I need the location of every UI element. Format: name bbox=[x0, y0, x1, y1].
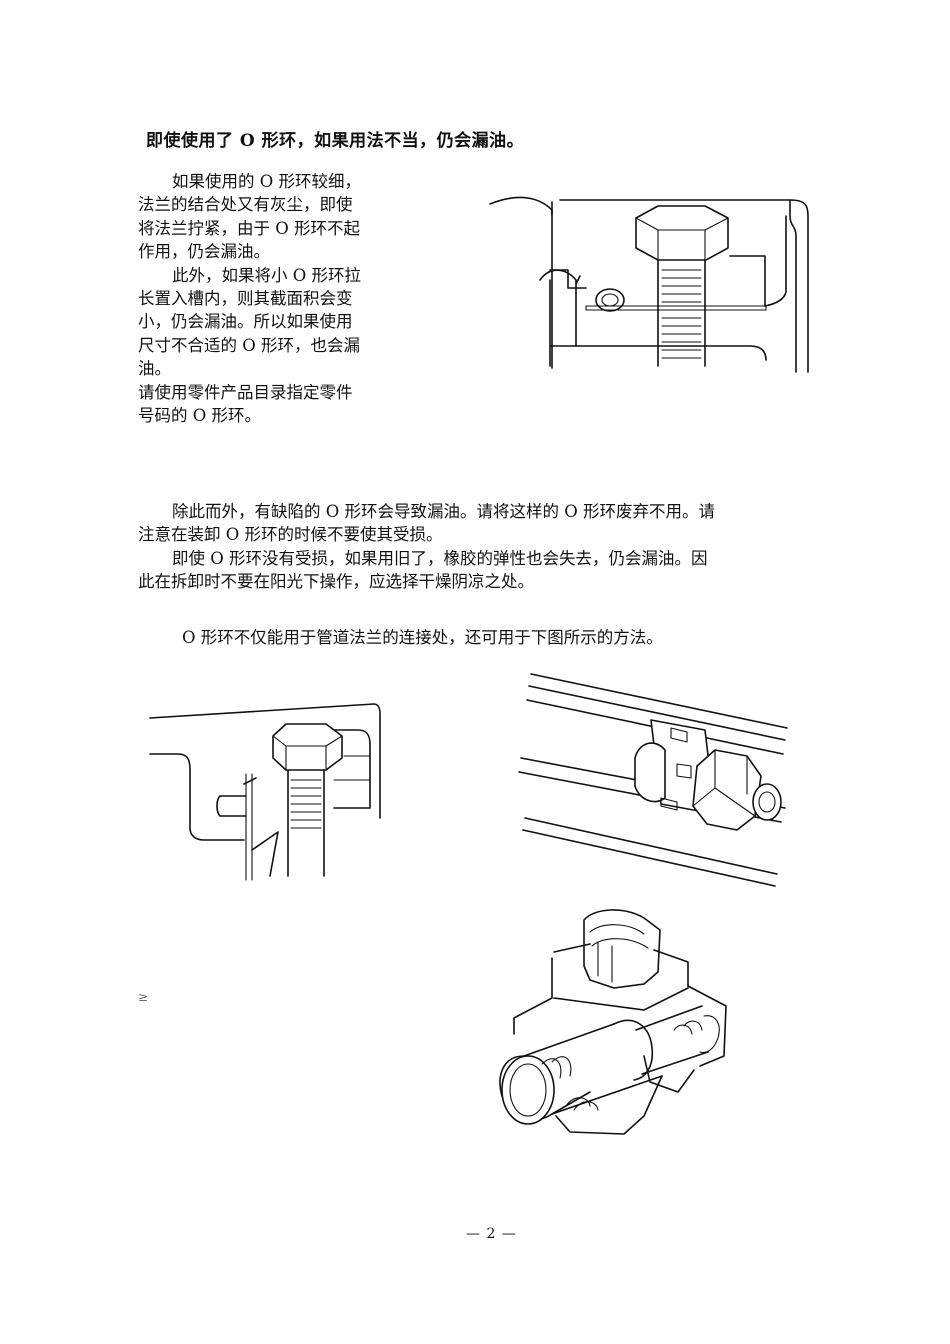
text-line: 作用，仍会漏油。 bbox=[138, 242, 270, 262]
flange-bolt-oring-figure bbox=[489, 196, 809, 373]
side-flange-bolt-figure bbox=[149, 703, 381, 881]
text-line: 此在拆卸时不要在阳光下操作，应选择干燥阴凉之处。 bbox=[138, 572, 534, 592]
pipe-union-nut-figure bbox=[518, 673, 788, 887]
text-line: 注意在装卸 O 形环的时候不要使其受损。 bbox=[138, 525, 443, 545]
section-heading: 即使使用了 O 形环，如果用法不当，仍会漏油。 bbox=[146, 131, 525, 151]
text-line: 长置入槽内，则其截面积会变 bbox=[138, 289, 353, 309]
stray-mark: ≥ bbox=[138, 990, 149, 1004]
text-line: 油。 bbox=[138, 359, 171, 379]
text-line: 尺寸不合适的 O 形环，也会漏 bbox=[138, 335, 361, 355]
paragraph-other-uses: O 形环不仅能用于管道法兰的连接处，还可用于下图所示的方法。 bbox=[182, 628, 663, 647]
text-line: 如果使用的 O 形环较细， bbox=[172, 172, 362, 191]
text-line: 除此而外，有缺陷的 O 形环会导致漏油。请将这样的 O 形环废弃不用。请 bbox=[172, 502, 716, 521]
text-line: 请使用零件产品目录指定零件 bbox=[138, 382, 353, 402]
paragraph-damaged-oring: 除此而外，有缺陷的 O 形环会导致漏油。请将这样的 O 形环废弃不用。请 注意在… bbox=[138, 500, 818, 594]
text-line: 此外，如果将小 O 形环拉 bbox=[172, 265, 362, 285]
page-number: — 2 — bbox=[466, 1226, 517, 1242]
text-line: 号码的 O 形环。 bbox=[138, 406, 262, 426]
text-line: 将法兰拧紧，由于 O 形环不起 bbox=[138, 218, 361, 238]
text-line: 法兰的结合处又有灰尘，即使 bbox=[138, 195, 353, 215]
text-line: 小，仍会漏油。所以如果使用 bbox=[138, 312, 353, 332]
paragraph-oring-misuse: 如果使用的 O 形环较细， 法兰的结合处又有灰尘，即使 将法兰拧紧，由于 O 形… bbox=[138, 170, 403, 427]
text-line: 即使 O 形环没有受损，如果用旧了，橡胶的弹性也会失去，仍会漏油。因 bbox=[172, 548, 708, 568]
cutaway-union-fitting-figure bbox=[499, 909, 727, 1135]
